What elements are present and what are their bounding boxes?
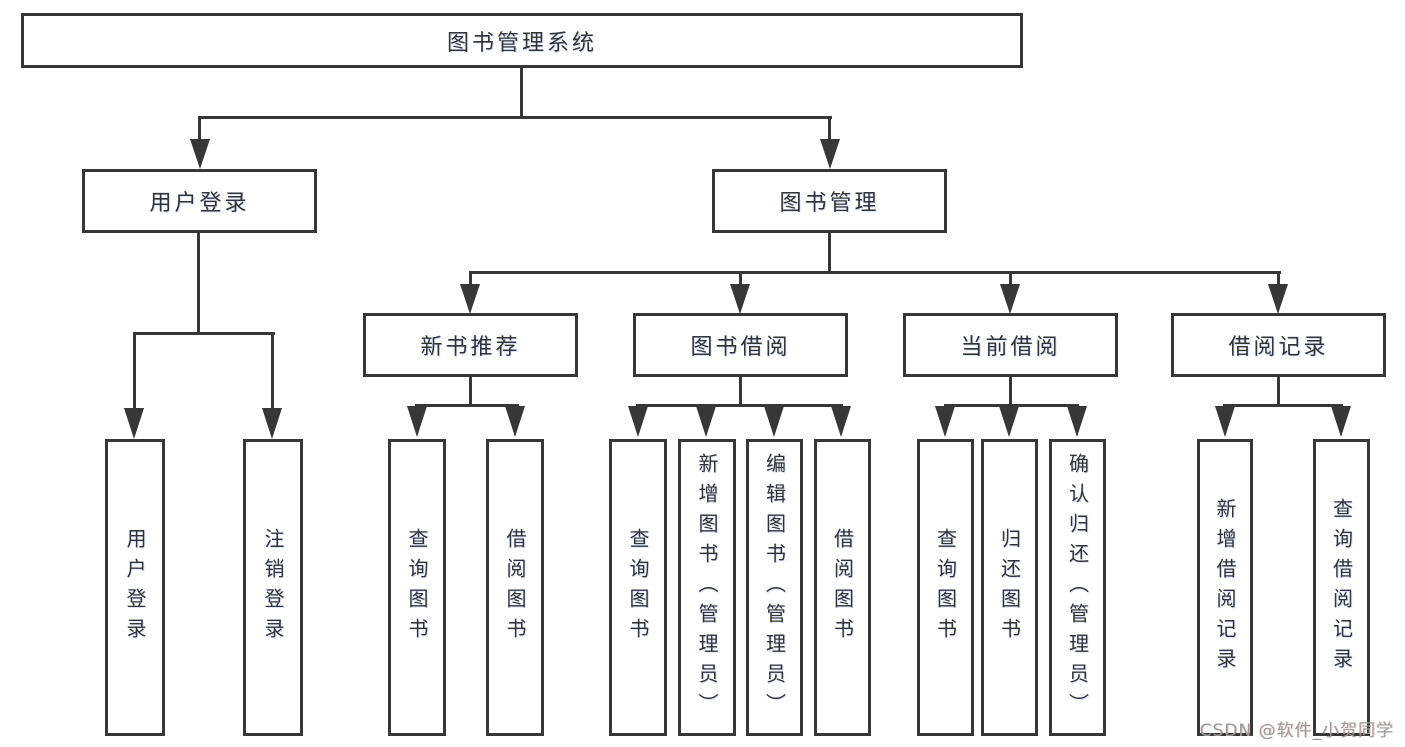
arrowhead-down-icon [831, 406, 851, 437]
connector-line [1277, 377, 1280, 406]
leaf-add-borrow-record-label: 新增借阅记录 [1213, 497, 1237, 678]
connector-line [133, 332, 275, 335]
connector-line [198, 116, 832, 119]
node-library-management-system: 图书管理系统 [21, 13, 1023, 68]
leaf-user-login-label: 用户登录 [123, 527, 147, 648]
connector-line [828, 233, 831, 274]
arrowhead-down-icon [1331, 406, 1351, 437]
connector-line [1009, 271, 1012, 285]
watermark: CSDN @软件_小贺同学 [1199, 721, 1394, 741]
arrowhead-down-icon [190, 139, 210, 169]
connector-line [1009, 377, 1012, 406]
arrowhead-down-icon [999, 406, 1019, 437]
leaf-query-books-borrowing: 查询图书 [609, 439, 667, 736]
leaf-edit-books-admin: 编辑图书（管理员） [746, 439, 803, 736]
arrowhead-down-icon [935, 406, 955, 437]
arrowhead-down-icon [1268, 284, 1288, 314]
arrowhead-down-icon [262, 408, 282, 439]
node-book-management: 图书管理 [712, 169, 947, 233]
leaf-logout-login: 注销登录 [243, 439, 303, 736]
leaf-confirm-return-admin-label: 确认归还（管理员） [1065, 452, 1090, 723]
connector-line [469, 271, 1281, 274]
leaf-query-borrow-record: 查询借阅记录 [1313, 439, 1370, 736]
arrowhead-down-icon [820, 139, 840, 169]
arrowhead-down-icon [1000, 284, 1020, 314]
arrowhead-down-icon [460, 284, 480, 314]
leaf-add-borrow-record: 新增借阅记录 [1197, 439, 1253, 736]
node-borrowing-records: 借阅记录 [1171, 313, 1386, 377]
connector-line [197, 233, 200, 334]
connector-line [520, 67, 523, 118]
connector-line [828, 116, 831, 140]
leaf-borrow-books-recommend-label: 借阅图书 [503, 527, 527, 648]
node-current-borrowing: 当前借阅 [903, 313, 1118, 377]
arrowhead-down-icon [505, 406, 525, 437]
leaf-borrow-books: 借阅图书 [814, 439, 871, 736]
leaf-edit-books-admin-label: 编辑图书（管理员） [762, 452, 787, 723]
arrowhead-down-icon [696, 406, 716, 437]
connector-line [739, 377, 742, 406]
leaf-query-books-recommend-label: 查询图书 [405, 527, 429, 648]
arrowhead-down-icon [764, 406, 784, 437]
connector-line [1277, 271, 1280, 285]
leaf-borrow-books-recommend: 借阅图书 [486, 439, 544, 736]
leaf-user-login: 用户登录 [105, 439, 165, 736]
leaf-return-books: 归还图书 [981, 439, 1038, 736]
leaf-query-books-current-label: 查询图书 [933, 527, 958, 648]
leaf-logout-login-label: 注销登录 [261, 527, 285, 648]
connector-line [469, 271, 472, 285]
connector-line [739, 271, 742, 285]
node-book-borrowing: 图书借阅 [633, 313, 848, 377]
arrowhead-down-icon [730, 284, 750, 314]
leaf-return-books-label: 归还图书 [997, 527, 1022, 648]
connector-line [469, 377, 472, 406]
arrowhead-down-icon [124, 408, 144, 439]
leaf-query-books-recommend: 查询图书 [388, 439, 446, 736]
connector-line [271, 332, 274, 409]
arrowhead-down-icon [1067, 406, 1087, 437]
leaf-query-books-current: 查询图书 [917, 439, 974, 736]
leaf-query-borrow-record-label: 查询借阅记录 [1329, 497, 1354, 678]
node-new-book-recommendation: 新书推荐 [363, 313, 578, 377]
leaf-add-books-admin: 新增图书（管理员） [678, 439, 736, 736]
leaf-add-books-admin-label: 新增图书（管理员） [695, 452, 719, 723]
arrowhead-down-icon [628, 406, 648, 437]
connector-line [133, 332, 136, 409]
connector-line [1223, 404, 1343, 407]
connector-line [636, 404, 843, 407]
arrowhead-down-icon [407, 406, 427, 437]
connector-line [944, 404, 1079, 407]
arrowhead-down-icon [1215, 406, 1235, 437]
leaf-borrow-books-label: 借阅图书 [830, 527, 855, 648]
connector-line [198, 116, 201, 140]
leaf-confirm-return-admin: 确认归还（管理员） [1049, 439, 1106, 736]
node-user-login: 用户登录 [82, 169, 317, 233]
leaf-query-books-borrowing-label: 查询图书 [626, 527, 650, 648]
connector-line [415, 404, 519, 407]
